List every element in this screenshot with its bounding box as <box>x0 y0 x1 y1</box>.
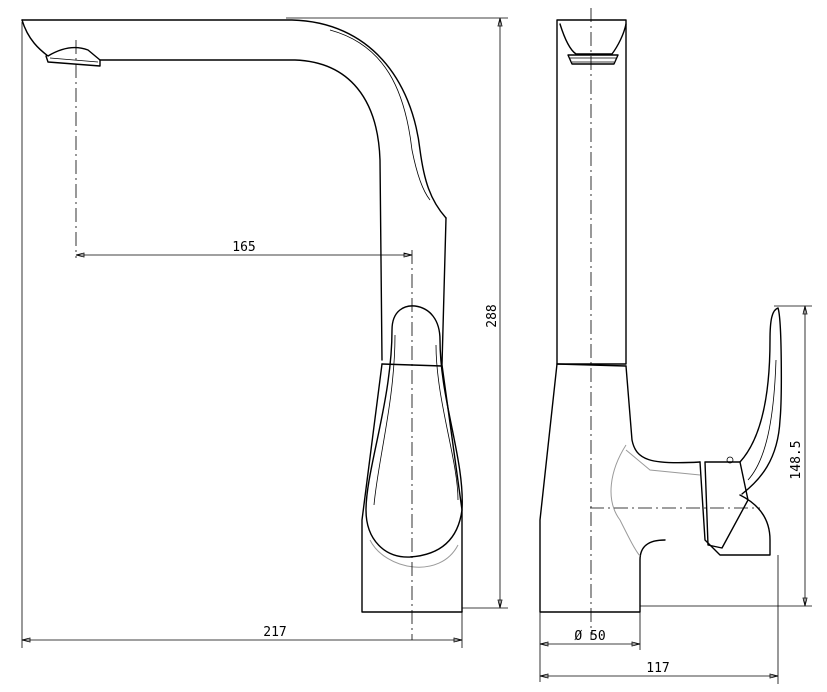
side-hidden-lines <box>610 444 701 557</box>
side-separator <box>556 363 627 367</box>
side-aerator-bottom <box>567 54 619 65</box>
dim-117-arrows <box>539 673 779 679</box>
dim-165-arrows <box>75 252 413 258</box>
hidden-base-curve <box>369 539 459 568</box>
handle-lever <box>365 305 463 558</box>
side-handle-body <box>699 461 771 556</box>
dim-spout-reach: 165 <box>232 240 255 255</box>
spout-aerator <box>49 57 99 63</box>
dim-288-arrows <box>497 17 503 609</box>
dim-handle-height: 148.5 <box>789 440 804 479</box>
dim-total-height: 288 <box>485 304 500 327</box>
spout-tip <box>21 19 101 67</box>
dim-50-arrows <box>539 641 641 647</box>
side-lever-inner <box>747 359 777 481</box>
handle-inner-line-right <box>435 344 459 501</box>
body-right-outline <box>441 217 463 613</box>
handle-inner-line <box>373 334 396 506</box>
side-view <box>539 8 782 640</box>
spout-bottom-outline <box>99 59 383 361</box>
spout-top-outline <box>21 19 447 219</box>
dim-148-arrows <box>802 305 808 607</box>
spout-highlight <box>329 29 431 201</box>
dim-base-width: 217 <box>263 625 286 640</box>
front-view <box>21 19 463 640</box>
dim-base-diameter: Ø 50 <box>574 629 605 644</box>
side-aerator <box>570 57 616 63</box>
side-base-right <box>625 365 701 464</box>
dim-side-depth: 117 <box>646 661 669 676</box>
side-dimensions: 148.5 Ø 50 117 <box>539 305 812 684</box>
front-dimensions: 165 288 217 <box>21 17 508 648</box>
side-base-outline <box>539 363 666 613</box>
side-column <box>556 19 627 365</box>
side-handle-block <box>704 461 749 549</box>
dim-217-arrows <box>21 637 463 643</box>
side-screw <box>726 456 734 464</box>
side-lever <box>739 307 782 495</box>
side-spout-head <box>559 23 627 55</box>
